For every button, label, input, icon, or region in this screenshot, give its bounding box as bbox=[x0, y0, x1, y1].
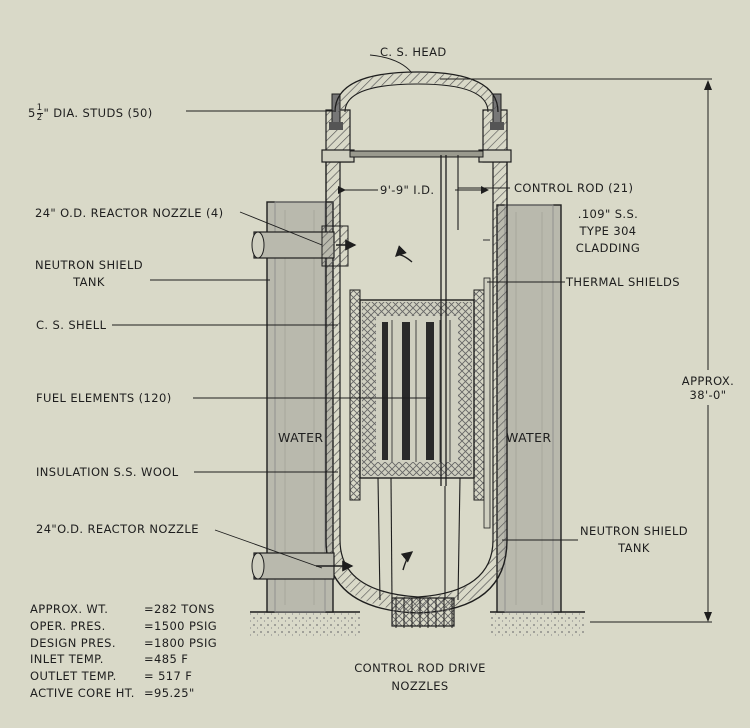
height-label: APPROX. 38'-0" bbox=[668, 374, 748, 402]
leader-lines bbox=[112, 54, 578, 569]
water-left-label: WATER bbox=[278, 430, 324, 445]
insulation-label: INSULATION S.S. WOOL bbox=[36, 465, 179, 479]
head-label: C. S. HEAD bbox=[380, 45, 447, 59]
cladding-line2: TYPE 304 bbox=[579, 224, 637, 238]
neutron-shield-left-line2: TANK bbox=[73, 275, 105, 289]
height-line2: 38'-0" bbox=[689, 388, 727, 402]
studs-prefix: 5 bbox=[28, 106, 36, 120]
specifications-table: APPROX. WT. =282 TONS OPER. PRES. =1500 PS… bbox=[30, 601, 217, 702]
reactor-nozzle-top bbox=[251, 225, 357, 267]
cs-head-dome bbox=[334, 71, 499, 113]
neutron-shield-right-label: NEUTRON SHIELD TANK bbox=[574, 524, 694, 555]
spec-value: =282 TONS bbox=[144, 602, 215, 616]
inner-diameter-label: 9'-9" I.D. bbox=[380, 183, 435, 197]
fuel-elements-label: FUEL ELEMENTS (120) bbox=[36, 391, 172, 405]
neutron-shield-right-line2: TANK bbox=[618, 541, 650, 555]
height-line1: APPROX. bbox=[681, 374, 735, 388]
drive-nozzles-label: CONTROL ROD DRIVE NOZZLES bbox=[330, 661, 510, 693]
cladding-label: .109" S.S. TYPE 304 CLADDING bbox=[564, 207, 652, 255]
spec-key: OUTLET TEMP. bbox=[30, 669, 117, 684]
head-flange bbox=[321, 109, 512, 163]
spec-value: =1500 PSIG bbox=[144, 618, 218, 633]
spec-row: ACTIVE CORE HT. =95.25" bbox=[30, 685, 217, 702]
thermal-shields-label: THERMAL SHIELDS bbox=[566, 275, 680, 289]
spec-value: =95.25" bbox=[144, 685, 195, 700]
neutron-shield-tank-left bbox=[266, 201, 334, 613]
neutron-shield-left-label: NEUTRON SHIELD TANK bbox=[30, 258, 148, 289]
cladding-line3: CLADDING bbox=[575, 241, 641, 255]
spec-key: ACTIVE CORE HT. bbox=[30, 685, 135, 700]
spec-row: OUTLET TEMP. = 517 F bbox=[30, 668, 217, 685]
control-rod bbox=[377, 155, 461, 601]
spec-key: DESIGN PRES. bbox=[30, 635, 116, 650]
cladding-line1: .109" S.S. bbox=[577, 207, 639, 221]
drive-nozzles-line1: CONTROL ROD DRIVE bbox=[354, 661, 486, 675]
studs-frac-num: 1 bbox=[36, 103, 43, 114]
spec-row: OPER. PRES. =1500 PSIG bbox=[30, 618, 217, 635]
spec-row: INLET TEMP. =485 F bbox=[30, 651, 217, 668]
shell-label: C. S. SHELL bbox=[36, 318, 107, 332]
reactor-nozzle-bottom bbox=[251, 552, 354, 580]
ground-base bbox=[250, 611, 585, 638]
water-right-label: WATER bbox=[506, 430, 552, 445]
drive-nozzles-line2: NOZZLES bbox=[391, 679, 449, 693]
spec-value: = 517 F bbox=[144, 669, 193, 684]
spec-key: OPER. PRES. bbox=[30, 618, 106, 633]
studs-frac-den: 2 bbox=[36, 113, 43, 123]
studs-suffix: " DIA. STUDS (50) bbox=[43, 106, 153, 120]
height-dimension bbox=[440, 78, 712, 623]
control-rod-label: CONTROL ROD (21) bbox=[514, 181, 634, 195]
fuel-elements bbox=[382, 320, 451, 462]
spec-row: DESIGN PRES. =1800 PSIG bbox=[30, 635, 217, 652]
neutron-shield-left-line1: NEUTRON SHIELD bbox=[34, 258, 144, 272]
reactor-nozzle-bottom-label: 24"O.D. REACTOR NOZZLE bbox=[36, 522, 199, 536]
reactor-nozzle-top-label: 24" O.D. REACTOR NOZZLE (4) bbox=[35, 206, 224, 220]
coolant-flow-arrows bbox=[395, 245, 414, 571]
spec-key: APPROX. WT. bbox=[30, 602, 109, 616]
neutron-shield-right-line1: NEUTRON SHIELD bbox=[579, 524, 689, 538]
upper-plate bbox=[349, 150, 484, 158]
spec-key: INLET TEMP. bbox=[30, 652, 104, 667]
control-rod-drive-nozzles bbox=[391, 597, 455, 628]
core bbox=[359, 299, 475, 479]
spec-value: =485 F bbox=[144, 652, 189, 667]
spec-value: =1800 PSIG bbox=[144, 635, 218, 650]
stud-bolts bbox=[329, 93, 504, 130]
spec-row: APPROX. WT. =282 TONS bbox=[30, 601, 217, 618]
